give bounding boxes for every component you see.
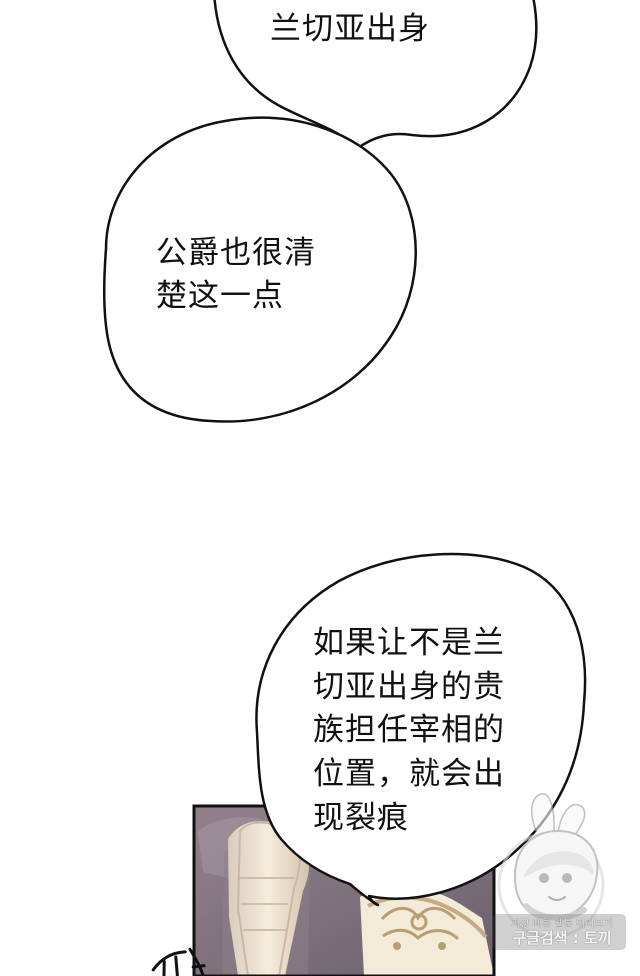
watermark-line-1: 가장 빠른 웹툰 미리보기 — [511, 919, 613, 930]
speech-bubble-text-3: 如果让不是兰 切亚出身的贵 族担任宰相的 位置，就会出 现裂痕 — [313, 625, 505, 836]
speech-bubble-text-1: 兰切亚出身 — [270, 11, 430, 47]
speech-bubble-top-right — [213, 0, 538, 150]
sfx-lettering — [151, 947, 206, 976]
rabbit-watermark-icon — [492, 792, 626, 950]
watermark-text: 가장 빠른 웹툰 미리보기 구글검색 : 토끼 — [492, 919, 632, 947]
speech-bubble-middle-left — [103, 116, 417, 423]
speech-bubble-text-2: 公爵也很清 楚这一点 — [156, 235, 316, 315]
watermark-line-2: 구글검색 : 토끼 — [512, 929, 612, 947]
speech-bubble-lower-right — [255, 552, 587, 907]
